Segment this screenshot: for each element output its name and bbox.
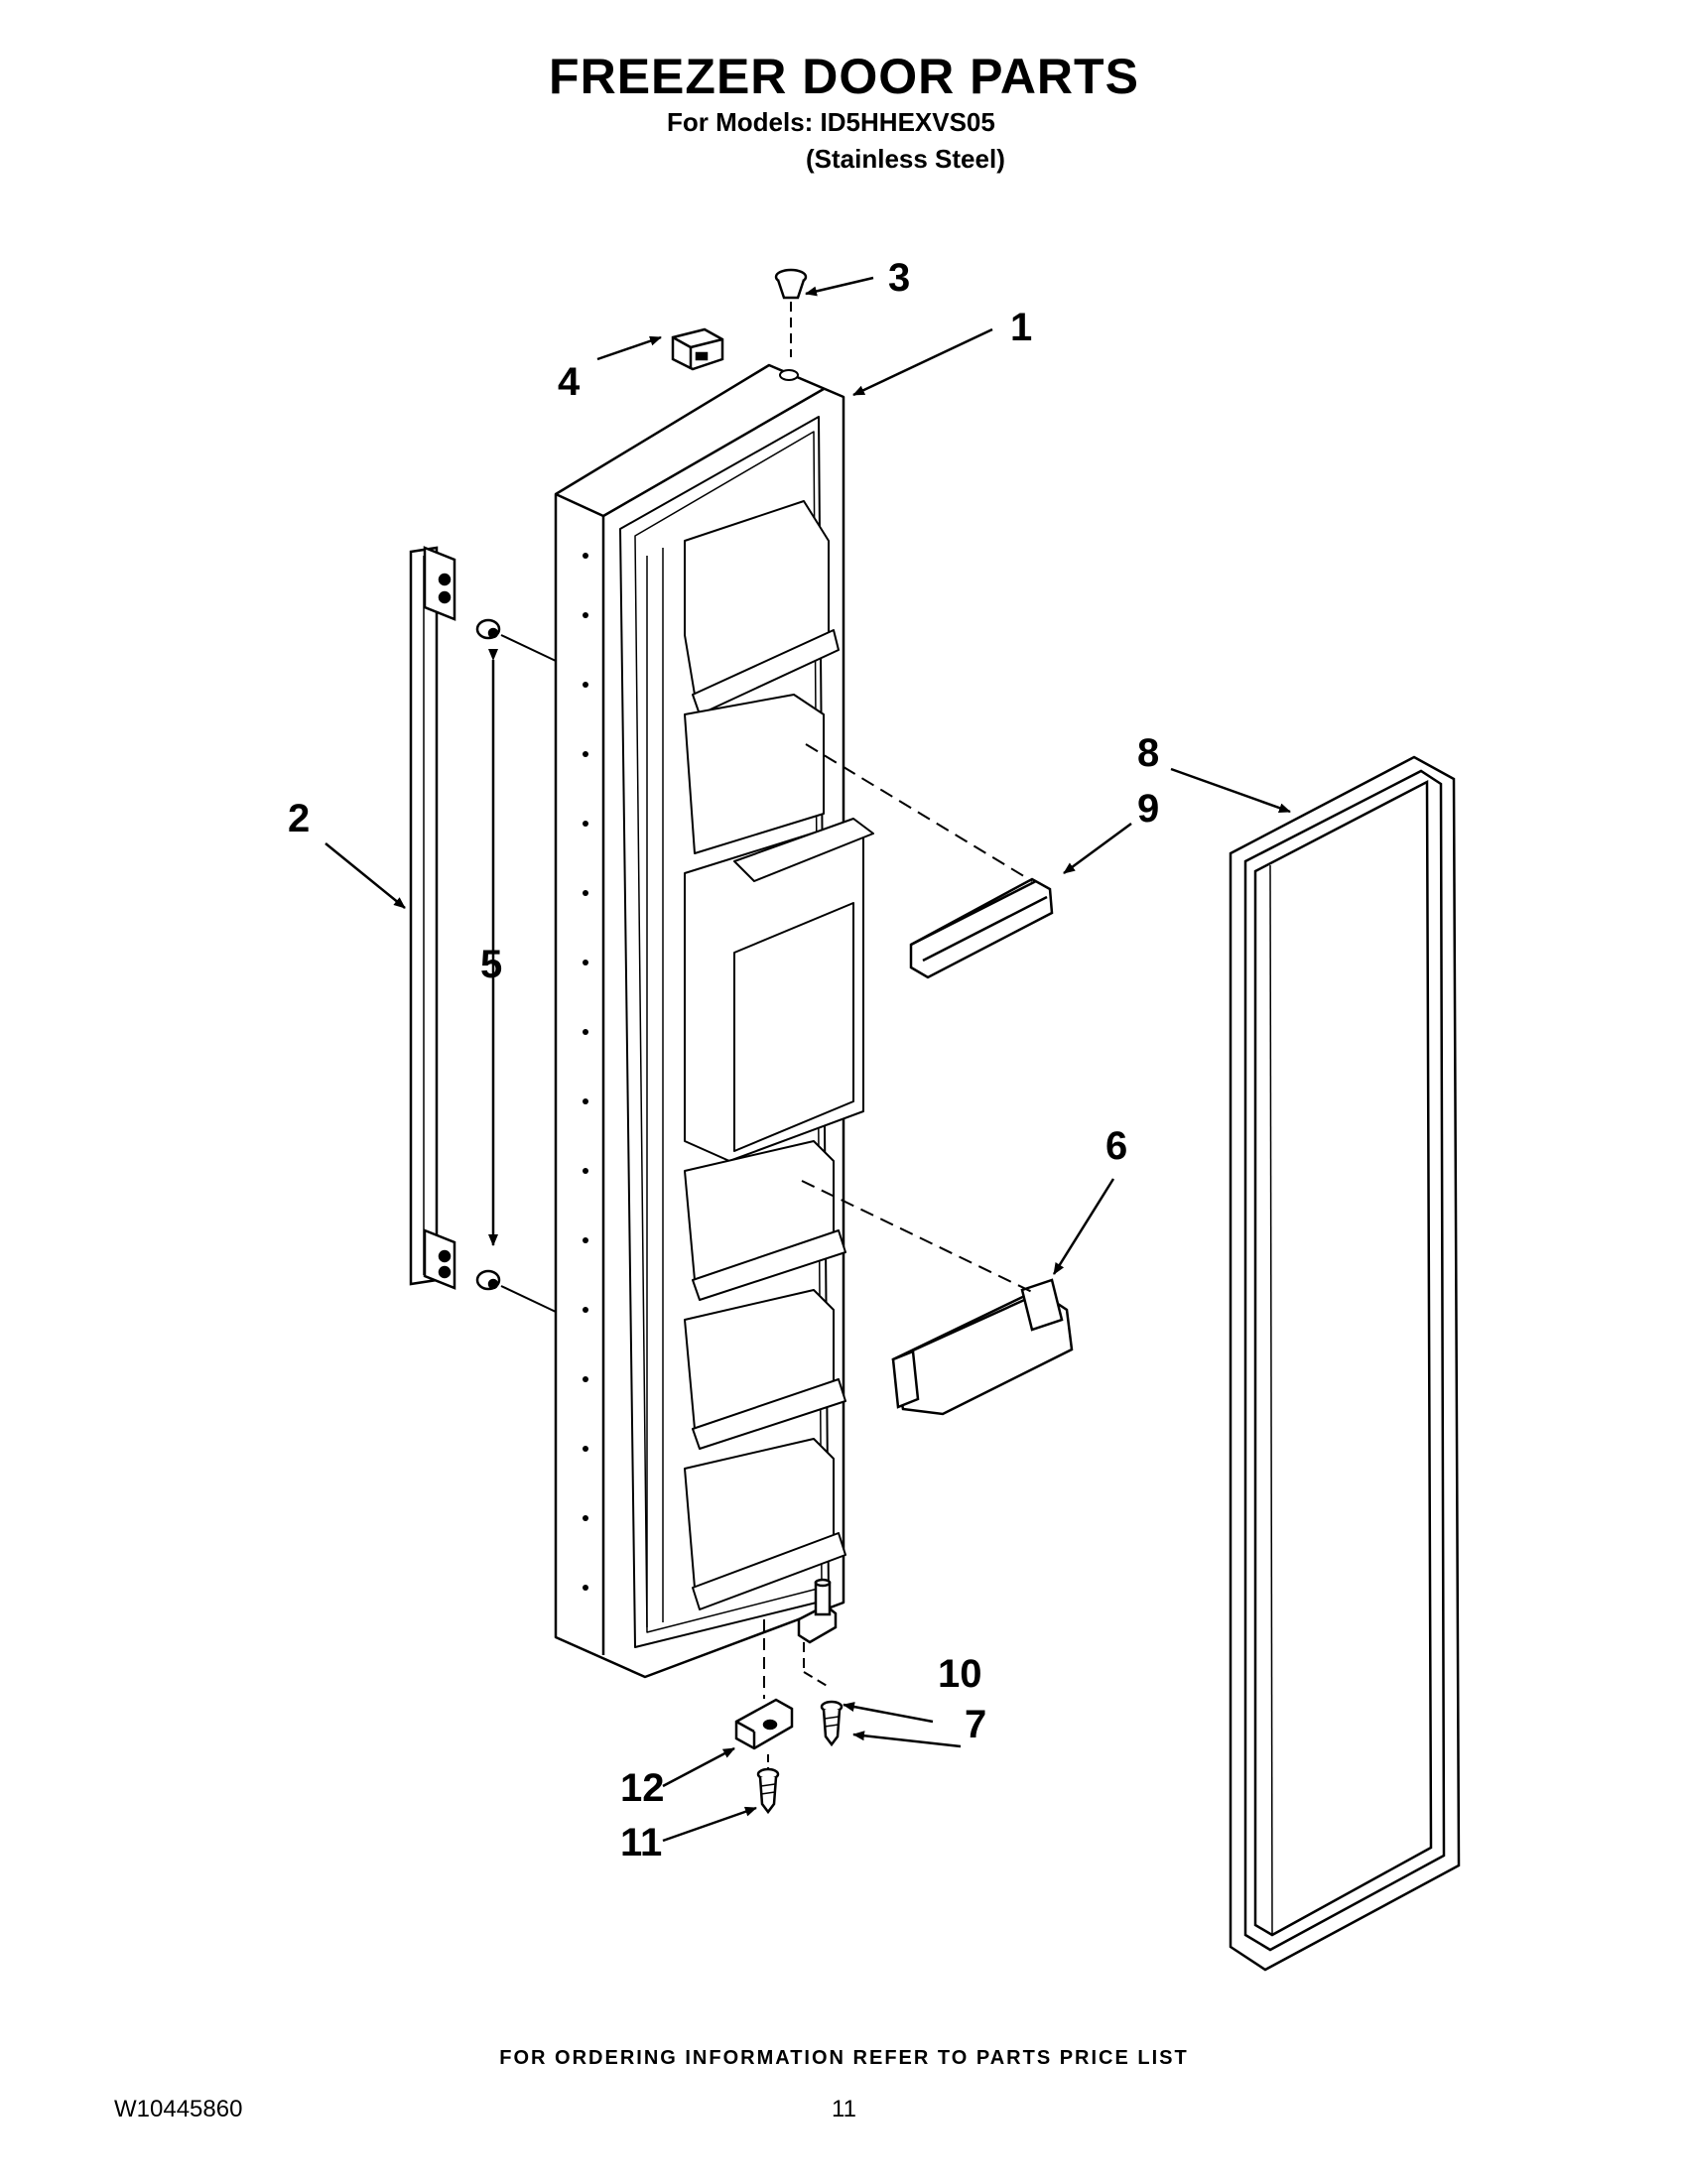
callout-2: 2	[288, 797, 310, 840]
document-number: W10445860	[114, 2096, 243, 2122]
callout-11: 11	[620, 1821, 662, 1864]
callout-4: 4	[558, 360, 581, 404]
callout-9: 9	[1137, 787, 1159, 831]
hinge-pin-icon	[797, 1578, 838, 1688]
callout-8: 8	[1137, 731, 1159, 775]
callout-6: 6	[1105, 1124, 1127, 1168]
door-stop-icon	[671, 327, 724, 371]
door-closer-cam-icon	[734, 1619, 794, 1750]
callout-5: 5	[480, 943, 502, 986]
freezer-door-icon	[554, 363, 874, 1679]
callout-12: 12	[620, 1766, 665, 1810]
shelf-trim-icon	[805, 743, 1054, 979]
page-title: FREEZER DOOR PARTS	[549, 49, 1139, 104]
screw-icon	[820, 1700, 844, 1747]
callout-3: 3	[888, 256, 910, 300]
screw-icon	[756, 1754, 780, 1815]
leader-arrows	[325, 276, 1291, 1843]
door-shelf-bin-icon	[801, 1180, 1074, 1416]
callout-7: 7	[965, 1703, 986, 1746]
plug-button-icon	[774, 268, 808, 357]
ordering-info: FOR ORDERING INFORMATION REFER TO PARTS …	[499, 2047, 1189, 2069]
handle-mount-icon	[475, 618, 557, 1313]
finish-line: (Stainless Steel)	[806, 144, 1005, 174]
callout-10: 10	[938, 1652, 982, 1696]
models-line: For Models: ID5HHEXVS05	[667, 107, 995, 137]
callout-1: 1	[1010, 306, 1032, 349]
page-number: 11	[832, 2096, 856, 2122]
door-gasket-icon	[1229, 755, 1461, 1972]
door-handle-icon	[409, 546, 456, 1290]
